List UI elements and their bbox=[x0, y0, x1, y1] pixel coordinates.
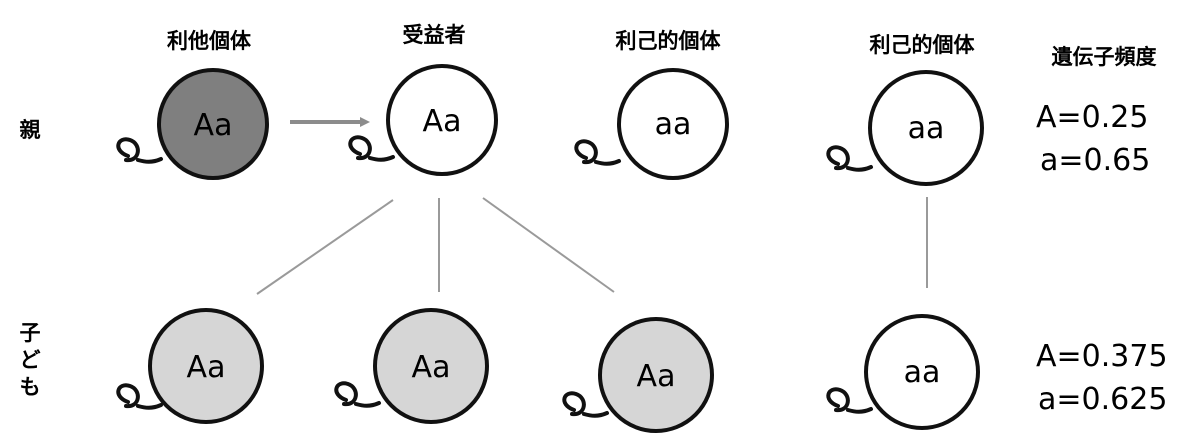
individual-circle bbox=[864, 314, 980, 430]
freq-parent-a: a=0.65 bbox=[1040, 143, 1150, 178]
child-1: Aa bbox=[116, 308, 264, 424]
individual-circle bbox=[868, 70, 984, 186]
descent-line-3 bbox=[482, 197, 615, 293]
individual-circle bbox=[148, 308, 264, 424]
tail-icon bbox=[574, 139, 621, 166]
tail-icon bbox=[826, 145, 873, 172]
freq-child-a: a=0.625 bbox=[1038, 382, 1167, 417]
row-label-parent: 親 bbox=[20, 118, 41, 142]
header-altruist: 利他個体 bbox=[167, 29, 252, 53]
genotype-label: Aa bbox=[412, 350, 451, 385]
parent-selfish-2: aa bbox=[826, 70, 984, 186]
genotype-label: aa bbox=[908, 111, 945, 146]
child-4: aa bbox=[826, 314, 980, 430]
row-label-child-char-1: 子 bbox=[20, 321, 41, 345]
parent-selfish-1: aa bbox=[574, 68, 729, 180]
tail-icon bbox=[348, 135, 395, 162]
header-selfish-2: 利己的個体 bbox=[870, 33, 976, 57]
tail-icon bbox=[562, 391, 609, 418]
header-beneficiary: 受益者 bbox=[403, 23, 466, 47]
header-selfish-1: 利己的個体 bbox=[616, 29, 722, 53]
parent-beneficiary: Aa bbox=[348, 64, 498, 176]
header-gene-frequency: 遺伝子頻度 bbox=[1052, 45, 1157, 69]
parent-altruist: Aa bbox=[116, 68, 269, 180]
genotype-label: Aa bbox=[194, 108, 233, 143]
individual-circle bbox=[157, 68, 269, 180]
genotype-label: aa bbox=[655, 107, 692, 142]
row-label-child-char-3: も bbox=[20, 375, 41, 399]
child-2: Aa bbox=[334, 308, 489, 424]
genotype-label: Aa bbox=[423, 104, 462, 139]
freq-child-A: A=0.375 bbox=[1036, 339, 1168, 374]
row-label-child-char-2: ど bbox=[20, 348, 41, 372]
individual-circle bbox=[386, 64, 498, 176]
tail-icon bbox=[826, 387, 873, 414]
descent-line-1 bbox=[256, 199, 394, 295]
individual-circle bbox=[598, 317, 714, 433]
tail-icon bbox=[116, 383, 163, 410]
genotype-label: Aa bbox=[637, 359, 676, 394]
tail-icon bbox=[116, 137, 163, 164]
freq-parent-A: A=0.25 bbox=[1036, 100, 1148, 135]
genotype-label: aa bbox=[904, 355, 941, 390]
individual-circle bbox=[373, 308, 489, 424]
genotype-label: Aa bbox=[187, 350, 226, 385]
tail-icon bbox=[334, 381, 381, 408]
child-3: Aa bbox=[562, 317, 714, 433]
individual-circle bbox=[617, 68, 729, 180]
